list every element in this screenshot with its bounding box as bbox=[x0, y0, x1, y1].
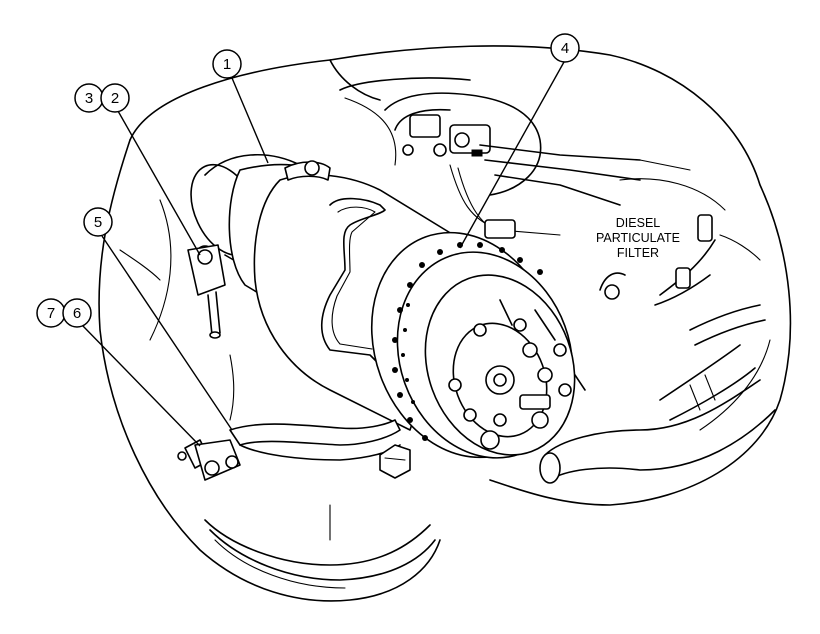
callout-2: 2 bbox=[100, 83, 130, 113]
svg-text:4: 4 bbox=[561, 40, 569, 57]
bracket-bolt-assembly bbox=[177, 439, 241, 481]
dpf-text-label: DIESEL PARTICULATE FILTER bbox=[590, 214, 690, 262]
dpf-label-line1: DIESEL bbox=[616, 216, 661, 230]
svg-text:7: 7 bbox=[47, 305, 55, 322]
sensor-wiring-assembly bbox=[384, 92, 761, 306]
svg-text:1: 1 bbox=[223, 56, 231, 73]
callout-4: 4 bbox=[550, 33, 580, 63]
exhaust-pipe bbox=[539, 304, 776, 484]
support-strap bbox=[229, 419, 411, 479]
callout-5: 5 bbox=[83, 207, 113, 237]
dpf-label-line2: PARTICULATE bbox=[596, 231, 680, 245]
callout-6: 6 bbox=[62, 298, 92, 328]
svg-text:6: 6 bbox=[73, 305, 81, 322]
leader-lines bbox=[81, 61, 565, 447]
callout-7: 7 bbox=[36, 298, 66, 328]
dpf-label-line3: FILTER bbox=[617, 246, 659, 260]
svg-text:2: 2 bbox=[111, 90, 119, 107]
dpf-outlet-flange bbox=[370, 231, 586, 459]
callout-3: 3 bbox=[74, 83, 104, 113]
lower-housing bbox=[204, 519, 436, 589]
svg-text:3: 3 bbox=[85, 90, 93, 107]
callout-1: 1 bbox=[212, 49, 242, 79]
engine-silhouette bbox=[98, 45, 792, 602]
svg-text:5: 5 bbox=[94, 214, 102, 231]
